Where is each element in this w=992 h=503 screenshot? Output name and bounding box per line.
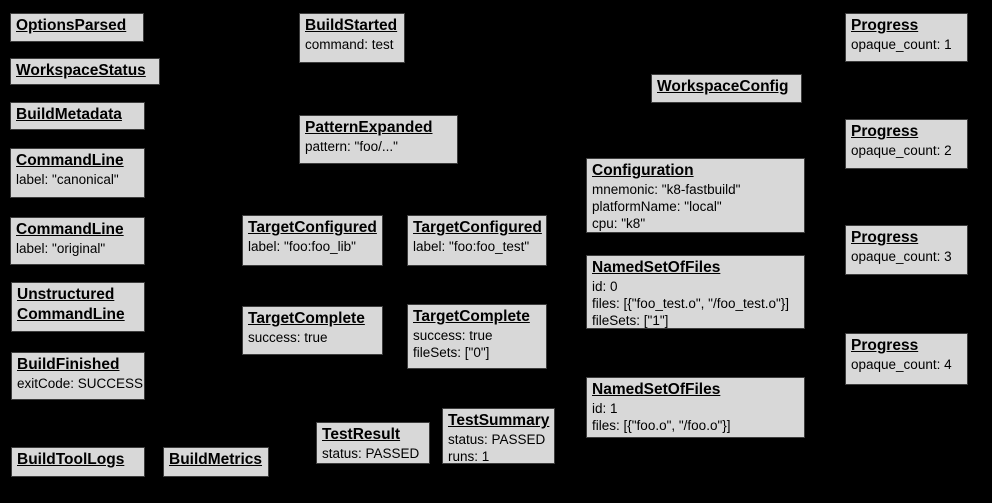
node-attribute: opaque_count: 3 bbox=[851, 249, 952, 264]
node-title: BuildMetadata bbox=[16, 106, 122, 123]
node-attribute: opaque_count: 1 bbox=[851, 37, 952, 52]
node-attribute: opaque_count: 4 bbox=[851, 357, 952, 372]
event-node-test-result: TestResult status: PASSED bbox=[316, 422, 430, 464]
node-title: WorkspaceConfig bbox=[657, 78, 789, 95]
node-title: TargetConfigured bbox=[248, 219, 377, 236]
event-node-test-summary: TestSummary status: PASSED runs: 1 bbox=[442, 408, 555, 464]
node-title: TestSummary bbox=[448, 412, 550, 429]
node-title: BuildFinished bbox=[17, 356, 120, 373]
event-node-build-metrics: BuildMetrics bbox=[163, 447, 269, 477]
node-attribute: runs: 1 bbox=[448, 449, 490, 464]
node-attribute: command: test bbox=[305, 37, 394, 52]
event-node-workspace-status: WorkspaceStatus bbox=[10, 58, 160, 85]
node-attribute: label: "foo:foo_lib" bbox=[248, 239, 356, 254]
event-node-progress-4: Progress opaque_count: 4 bbox=[845, 333, 968, 385]
event-node-build-tool-logs: BuildToolLogs bbox=[11, 447, 145, 477]
node-title: BuildStarted bbox=[305, 17, 398, 34]
node-title: Configuration bbox=[592, 162, 694, 179]
node-attribute: label: "foo:foo_test" bbox=[413, 239, 530, 254]
node-attribute: success: true bbox=[413, 328, 493, 343]
event-node-unstructured-command-line: Unstructured CommandLine bbox=[11, 282, 145, 332]
node-title: CommandLine bbox=[16, 152, 124, 169]
node-title: Progress bbox=[851, 17, 919, 34]
node-title: TargetConfigured bbox=[413, 219, 542, 236]
event-node-named-set-of-files-0: NamedSetOfFiles id: 0 files: [{"foo_test.o… bbox=[586, 255, 805, 329]
node-title: Progress bbox=[851, 229, 919, 246]
event-node-progress-3: Progress opaque_count: 3 bbox=[845, 225, 968, 275]
event-node-options-parsed: OptionsParsed bbox=[10, 13, 144, 42]
event-node-configuration: Configuration mnemonic: "k8-fastbuild" pla… bbox=[586, 158, 805, 233]
event-node-progress-2: Progress opaque_count: 2 bbox=[845, 119, 968, 169]
node-title: OptionsParsed bbox=[16, 17, 127, 34]
node-title: Unstructured CommandLine bbox=[17, 286, 125, 323]
node-title: PatternExpanded bbox=[305, 119, 433, 136]
event-node-target-configured-foo-test: TargetConfigured label: "foo:foo_test" bbox=[407, 215, 547, 266]
node-attribute: id: 1 bbox=[592, 401, 618, 416]
node-attribute: files: [{"foo_test.o", "/foo_test.o"}] bbox=[592, 296, 790, 311]
node-attribute: platformName: "local" bbox=[592, 199, 722, 214]
node-attribute: success: true bbox=[248, 330, 328, 345]
node-title: NamedSetOfFiles bbox=[592, 259, 721, 276]
event-node-workspace-config: WorkspaceConfig bbox=[651, 74, 802, 103]
node-title: TargetComplete bbox=[248, 310, 365, 327]
node-title: Progress bbox=[851, 337, 919, 354]
node-attribute: mnemonic: "k8-fastbuild" bbox=[592, 182, 741, 197]
event-node-build-finished: BuildFinished exitCode: SUCCESS bbox=[11, 352, 145, 400]
event-node-target-configured-foo-lib: TargetConfigured label: "foo:foo_lib" bbox=[242, 215, 383, 266]
node-title: BuildToolLogs bbox=[17, 451, 125, 468]
node-title: TargetComplete bbox=[413, 308, 530, 325]
node-attribute: status: PASSED bbox=[322, 446, 420, 461]
event-node-target-complete-foo-test: TargetComplete success: true fileSets: ["0… bbox=[407, 304, 547, 369]
event-node-named-set-of-files-1: NamedSetOfFiles id: 1 files: [{"foo.o", "/… bbox=[586, 377, 805, 438]
node-attribute: files: [{"foo.o", "/foo.o"}] bbox=[592, 418, 731, 433]
node-title: NamedSetOfFiles bbox=[592, 381, 721, 398]
node-attribute: label: "original" bbox=[16, 241, 106, 256]
node-attribute: fileSets: ["0"] bbox=[413, 345, 490, 360]
node-attribute: fileSets: ["1"] bbox=[592, 313, 669, 328]
event-node-command-line-canonical: CommandLine label: "canonical" bbox=[10, 148, 145, 198]
node-title: Progress bbox=[851, 123, 919, 140]
node-title: WorkspaceStatus bbox=[16, 62, 146, 79]
node-attribute: status: PASSED bbox=[448, 432, 546, 447]
node-title: TestResult bbox=[322, 426, 401, 443]
node-title: BuildMetrics bbox=[169, 451, 263, 468]
event-node-build-metadata: BuildMetadata bbox=[10, 102, 145, 130]
node-attribute: id: 0 bbox=[592, 279, 618, 294]
event-node-build-started: BuildStarted command: test bbox=[299, 13, 405, 63]
node-attribute: cpu: "k8" bbox=[592, 216, 646, 231]
node-attribute: pattern: "foo/..." bbox=[305, 139, 398, 154]
event-node-progress-1: Progress opaque_count: 1 bbox=[845, 13, 968, 62]
node-attribute: opaque_count: 2 bbox=[851, 143, 952, 158]
node-title: CommandLine bbox=[16, 221, 124, 238]
node-attribute: exitCode: SUCCESS bbox=[17, 376, 144, 391]
event-node-target-complete-foo-lib: TargetComplete success: true bbox=[242, 306, 383, 355]
node-attribute: label: "canonical" bbox=[16, 172, 119, 187]
event-node-command-line-original: CommandLine label: "original" bbox=[10, 217, 145, 265]
event-node-pattern-expanded: PatternExpanded pattern: "foo/..." bbox=[299, 115, 458, 164]
